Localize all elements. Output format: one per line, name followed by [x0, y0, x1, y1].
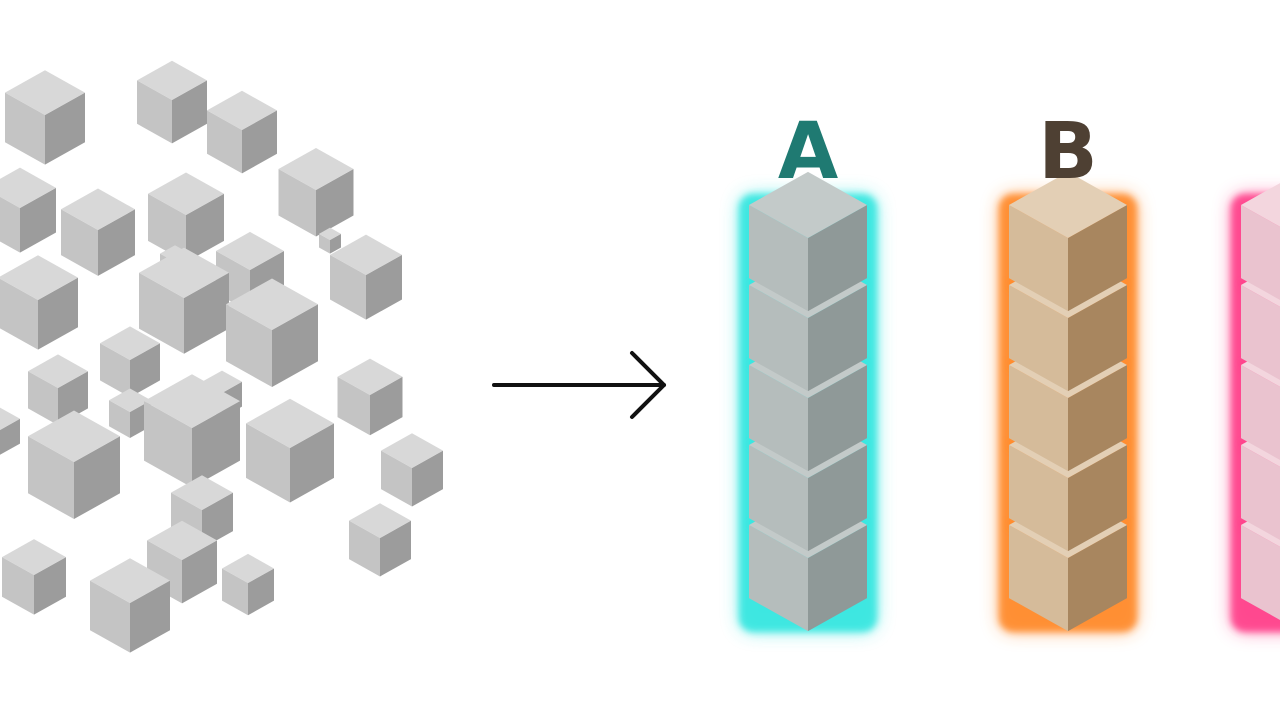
stack-b-label: B: [1038, 107, 1097, 197]
scattered-cube: [349, 503, 411, 577]
scattered-cube: [61, 188, 135, 276]
scattered-cube: [137, 60, 207, 144]
scattered-cube: [319, 227, 341, 254]
scattered-cube: [90, 558, 170, 653]
scattered-cube: [2, 539, 66, 615]
scattered-cube: [226, 278, 318, 388]
scattered-cube: [28, 410, 120, 520]
sorted-stacks-group: [739, 171, 1280, 632]
scattered-cube: [0, 407, 20, 455]
scattered-cube: [381, 433, 443, 507]
scattered-cube: [148, 172, 224, 263]
scattered-cube: [0, 167, 56, 253]
scattered-cube: [139, 247, 229, 354]
scattered-cube: [222, 553, 274, 616]
scattered-cube: [28, 354, 88, 426]
stack-a-label: A: [778, 107, 838, 197]
stack-b-column: [999, 171, 1137, 632]
scattered-cube: [5, 70, 85, 165]
scattered-cube: [330, 234, 402, 320]
right-arrow-icon: [492, 351, 666, 419]
scattered-cube: [337, 358, 403, 436]
scattered-cube: [246, 398, 334, 503]
scattered-cube: [207, 90, 277, 174]
stack-a-column: [739, 171, 877, 632]
stacked-cube: [749, 171, 867, 312]
stacked-cube: [1241, 183, 1280, 300]
scattered-cube: [278, 148, 354, 237]
scattered-cube: [100, 326, 160, 398]
scattered-cubes-group: [0, 60, 443, 653]
scattered-cube: [144, 374, 240, 488]
stacked-cube: [1009, 171, 1127, 312]
stack-c-column: [1231, 183, 1280, 632]
scattered-cube: [0, 255, 78, 350]
